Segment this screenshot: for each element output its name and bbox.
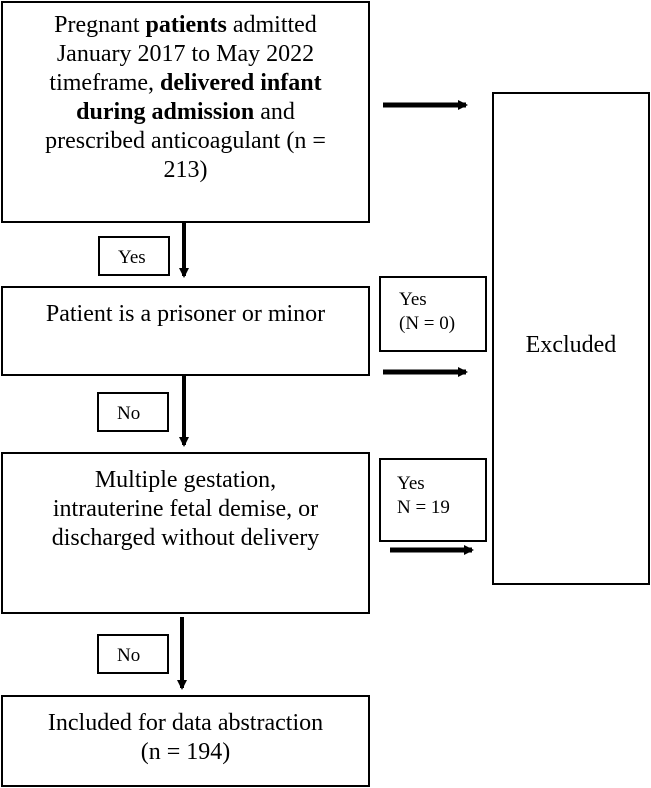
box-pregnant-patients: Pregnant patients admitted January 2017 …: [1, 1, 370, 223]
label-yes-n19: Yes N = 19: [379, 458, 487, 542]
box-prisoner-minor-text: Patient is a prisoner or minor: [45, 301, 326, 327]
box-multiple-gestation: Multiple gestation, intrauterine fetal d…: [1, 452, 370, 614]
label-yes-n0-text: Yes (N = 0): [399, 289, 456, 334]
box-pregnant-patients-text: Pregnant patients admitted January 2017 …: [45, 12, 326, 183]
box-excluded: Excluded: [492, 92, 650, 585]
label-yes-n19-text: Yes N = 19: [397, 473, 450, 518]
label-no-1: No: [97, 392, 169, 432]
box-prisoner-minor: Patient is a prisoner or minor: [1, 286, 370, 376]
box-included: Included for data abstraction (n = 194): [1, 695, 370, 787]
box-multiple-gestation-text: Multiple gestation, intrauterine fetal d…: [51, 467, 320, 551]
label-no-2-text: No: [117, 645, 141, 666]
label-yes-1: Yes: [98, 236, 170, 276]
box-excluded-text: Excluded: [525, 332, 617, 358]
box-included-text: Included for data abstraction (n = 194): [47, 710, 324, 765]
label-no-1-text: No: [117, 403, 141, 424]
label-no-2: No: [97, 634, 169, 674]
label-yes-1-text: Yes: [118, 247, 146, 268]
label-yes-n0: Yes (N = 0): [379, 276, 487, 352]
